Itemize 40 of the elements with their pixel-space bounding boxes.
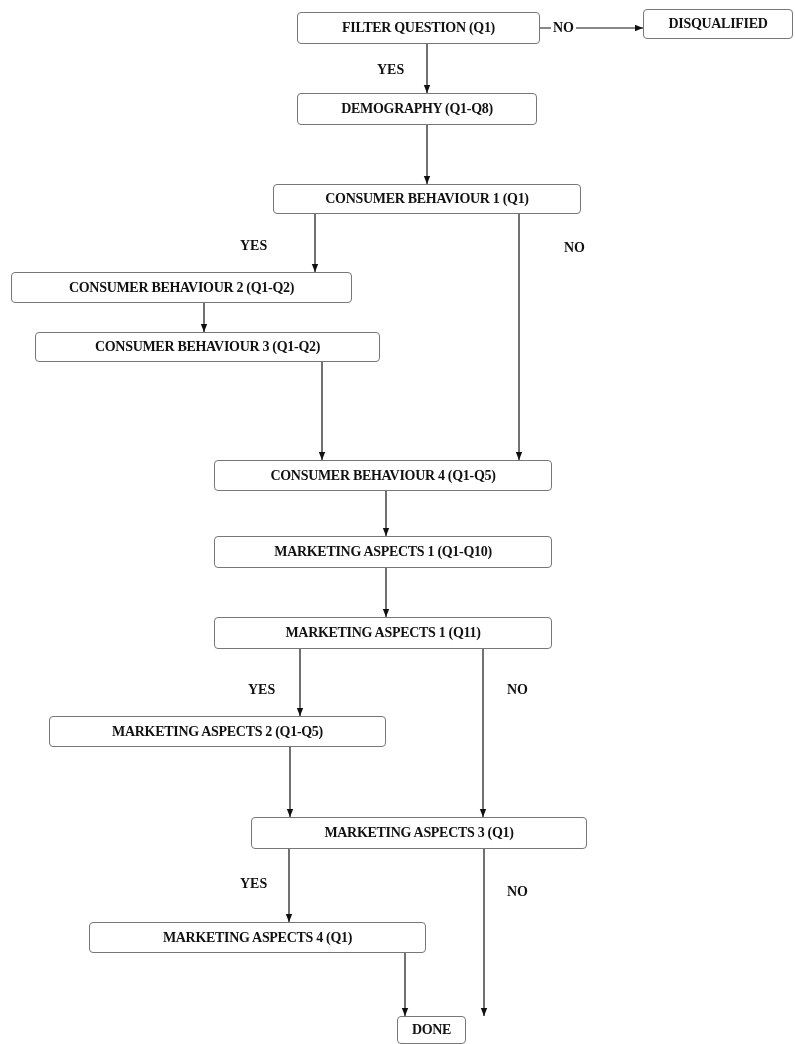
box-label: CONSUMER BEHAVIOUR 2 (Q1-Q2) bbox=[68, 279, 295, 296]
arrow bbox=[318, 361, 326, 461]
box-label: MARKETING ASPECTS 2 (Q1-Q5) bbox=[112, 723, 323, 740]
process-box bbox=[35, 332, 380, 362]
process-box bbox=[397, 1016, 466, 1044]
process-box bbox=[297, 93, 537, 125]
arrow bbox=[286, 746, 294, 818]
arrow bbox=[423, 43, 431, 94]
arrow bbox=[423, 124, 431, 185]
box-label: CONSUMER BEHAVIOUR 1 (Q1) bbox=[325, 191, 529, 207]
box-label: MARKETING ASPECTS 4 (Q1) bbox=[162, 929, 353, 946]
box-label: CONSUMER BEHAVIOUR 4 (Q1-Q5) bbox=[270, 467, 496, 484]
process-box bbox=[273, 184, 581, 214]
box-label: DEMOGRAPHY (Q1-Q8) bbox=[341, 101, 493, 117]
process-box bbox=[89, 922, 426, 953]
box-label: CONSUMER BEHAVIOUR 3 (Q1-Q2) bbox=[94, 339, 321, 355]
arrow bbox=[479, 648, 487, 818]
box-label: MARKETING ASPECTS 1 (Q1-Q10) bbox=[274, 544, 492, 560]
process-box bbox=[49, 716, 386, 747]
arrow bbox=[480, 848, 488, 1017]
arrow bbox=[311, 213, 319, 273]
process-box bbox=[11, 272, 352, 303]
arrow bbox=[382, 490, 390, 537]
arrow bbox=[296, 648, 304, 717]
box-label: MARKETING ASPECTS 1 (Q11) bbox=[285, 625, 481, 641]
process-box bbox=[251, 817, 587, 849]
box-label: MARKETING ASPECTS 3 (Q1) bbox=[324, 825, 514, 841]
arrow bbox=[200, 302, 208, 333]
process-box bbox=[214, 617, 552, 649]
arrow bbox=[401, 952, 409, 1017]
process-box bbox=[643, 9, 793, 39]
arrow bbox=[382, 567, 390, 618]
box-label: FILTER QUESTION (Q1) bbox=[342, 20, 495, 36]
process-box bbox=[214, 460, 552, 491]
box-label: DISQUALIFIED bbox=[668, 16, 768, 32]
arrow bbox=[515, 213, 523, 461]
process-box bbox=[214, 536, 552, 568]
arrow bbox=[285, 848, 293, 923]
process-box bbox=[297, 12, 540, 44]
box-label: DONE bbox=[411, 1022, 452, 1038]
